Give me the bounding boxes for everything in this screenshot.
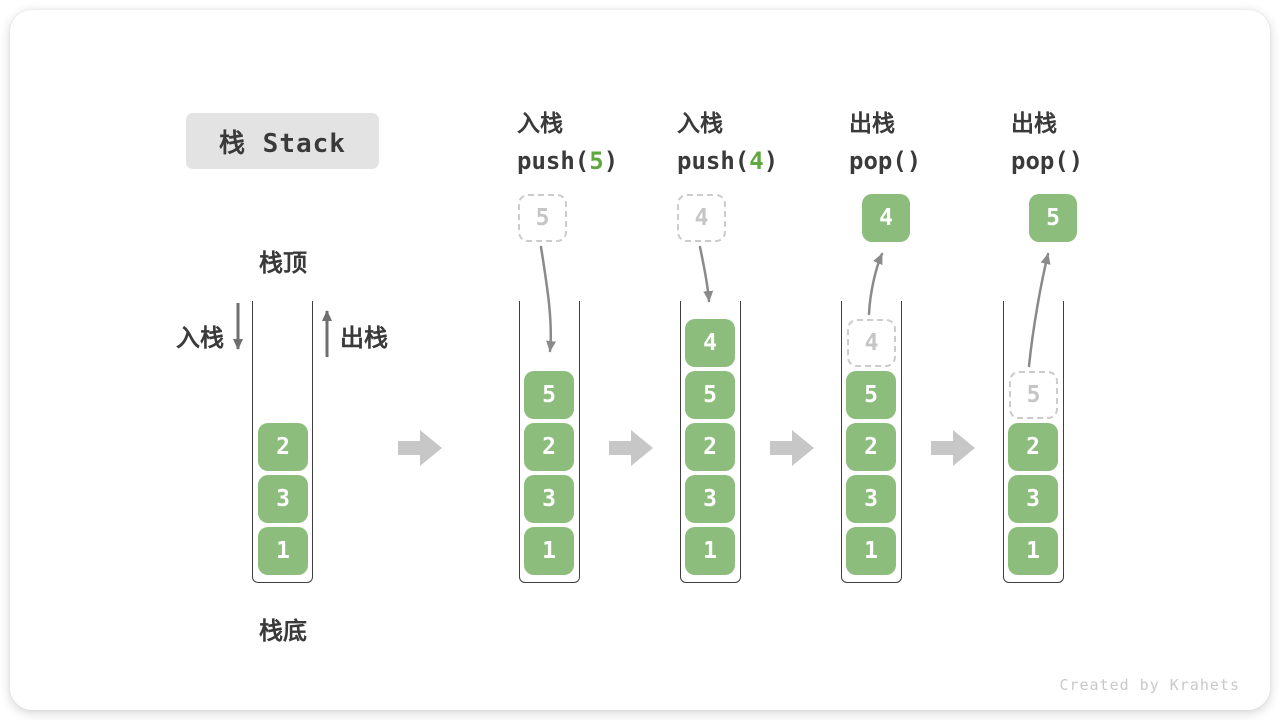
stack-cell: 5 — [685, 371, 735, 419]
stack-cell: 2 — [524, 423, 574, 471]
stack-cell: 1 — [1008, 527, 1058, 575]
pop-side-label: 出栈 — [340, 324, 388, 352]
stack-cell: 1 — [846, 527, 896, 575]
call-label: pop() — [849, 147, 922, 175]
stack-cell: 4 — [685, 319, 735, 367]
stack-cell: 3 — [1008, 475, 1058, 523]
stack-container — [252, 301, 313, 583]
step-arrow-icon — [931, 430, 975, 466]
op-label: 入栈 — [517, 111, 563, 137]
stack-cell: 1 — [258, 527, 308, 575]
push-into-stack-arrow-icon — [698, 245, 714, 303]
column-header-push4: 入栈 push(4) — [677, 104, 778, 175]
push-side-label: 入栈 — [176, 324, 224, 352]
stack-container — [1003, 301, 1064, 583]
stack-cell: 5 — [846, 371, 896, 419]
stack-bottom-label: 栈底 — [259, 617, 307, 645]
column-header-pop2: 出栈 pop() — [1011, 104, 1083, 175]
stack-cell: 2 — [258, 423, 308, 471]
stack-cell: 3 — [685, 475, 735, 523]
op-label: 出栈 — [1011, 111, 1057, 137]
stack-cell: 1 — [685, 527, 735, 575]
watermark: Created by Krahets — [1059, 676, 1240, 694]
column-header-push5: 入栈 push(5) — [517, 104, 618, 175]
title-badge: 栈 Stack — [186, 113, 379, 169]
stack-cell: 3 — [846, 475, 896, 523]
ghost-cell: 5 — [1009, 371, 1058, 419]
stack-top-label: 栈顶 — [259, 249, 307, 277]
stack-cell: 2 — [1008, 423, 1058, 471]
stack-cell: 5 — [524, 371, 574, 419]
floating-ghost-value: 4 — [677, 194, 726, 242]
ghost-cell: 4 — [847, 319, 896, 367]
call-label: push(5) — [517, 147, 619, 175]
stack-cell: 2 — [685, 423, 735, 471]
stack-container — [519, 301, 580, 583]
stack-cell: 3 — [258, 475, 308, 523]
step-arrow-icon — [609, 430, 653, 466]
stack-cell: 1 — [524, 527, 574, 575]
stack-cell: 2 — [846, 423, 896, 471]
column-header-pop1: 出栈 pop() — [849, 104, 921, 175]
call-label: pop() — [1011, 147, 1084, 175]
stack-container — [841, 301, 902, 583]
step-arrow-icon — [398, 430, 442, 466]
call-label: push(4) — [677, 147, 779, 175]
stack-container — [680, 301, 741, 583]
op-label: 出栈 — [849, 111, 895, 137]
step-arrow-icon — [770, 430, 814, 466]
popped-value-box: 5 — [1029, 194, 1077, 242]
stack-cell: 3 — [524, 475, 574, 523]
floating-ghost-value: 5 — [518, 194, 567, 242]
op-label: 入栈 — [677, 111, 723, 137]
popped-value-box: 4 — [862, 194, 910, 242]
